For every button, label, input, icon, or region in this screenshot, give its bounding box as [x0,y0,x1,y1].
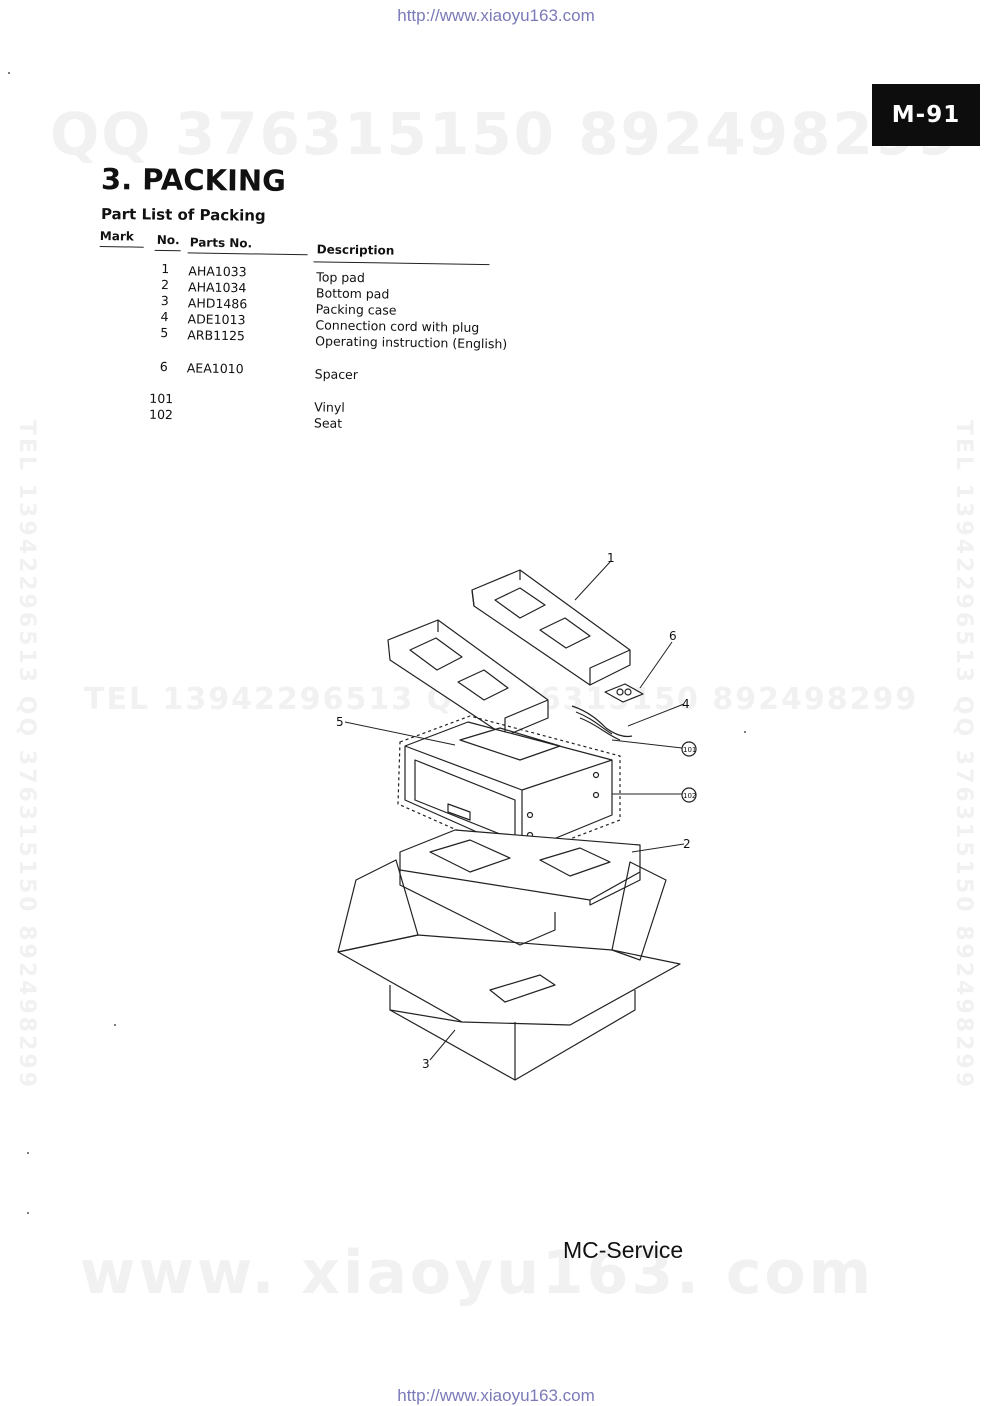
part-no: 102 [148,406,174,423]
part-no: 1 [161,260,170,277]
callout-102-label: 102 [683,792,696,800]
parts-table: Mark No. Parts No. Description 1 AHA1033… [97,228,520,455]
top-pad-left-drawing [387,619,549,737]
part-no: 101 [149,390,174,407]
part-no: 5 [160,324,169,341]
part-no: 2 [161,276,170,293]
column-header-mark: Mark [99,228,134,244]
column-header-description: Description [316,242,395,258]
model-badge: M-91 [872,84,980,146]
watermark-www: www. xiaoyu163. com [80,1238,875,1308]
spacer-drawing [604,683,644,703]
header-rule-parts [187,252,308,256]
part-number: AEA1010 [186,360,244,377]
header-rule-mark [99,245,144,248]
callout-2-label: 2 [683,837,691,851]
part-no: 6 [159,358,168,375]
column-header-no: No. [156,232,180,248]
header-rule-no [154,249,181,252]
part-description: Seat [313,415,343,431]
part-number: ARB1125 [187,327,246,344]
scan-speck [744,731,746,733]
callout-1-label: 1 [607,551,615,565]
column-header-parts-no: Parts No. [189,235,253,251]
part-description: Spacer [314,366,359,383]
header-rule-description [313,261,490,266]
bottom-pad-drawing [399,829,641,946]
callout-101-label: 101 [683,746,696,754]
part-description: Top pad [316,269,365,286]
callout-5-label: 5 [336,715,344,729]
top-pad-right-drawing [471,569,631,686]
watermark-side-right: TEL 13942296513 QQ 376315150 892498299 [951,420,976,1091]
footer-url-link[interactable]: http://www.xiaoyu163.com [397,1386,595,1405]
unit-in-vinyl-drawing [397,715,621,859]
scan-speck [27,1212,29,1214]
watermark-side-left: TEL 13942296513 QQ 376315150 892498299 [14,420,39,1091]
section-title: 3. PACKING [100,162,287,198]
packing-case-drawing [337,859,681,1081]
callout-circle-102 [681,787,697,803]
packing-exploded-diagram: 1 2 3 4 5 6 101 102 [336,551,697,1081]
scan-speck [114,1024,116,1026]
footer-brand: MC-Service [563,1237,684,1263]
part-number: AHD1486 [187,295,248,312]
header-url-link[interactable]: http://www.xiaoyu163.com [397,6,595,25]
connection-cord-drawing [571,705,633,741]
scan-speck [8,72,10,74]
watermark-qq: QQ 376315150 892498299 [50,100,960,168]
part-description: Bottom pad [315,285,390,302]
leader-lines [344,561,685,1061]
part-no: 3 [160,292,169,309]
part-number: AHA1034 [187,279,247,296]
scan-speck [27,1152,29,1154]
part-description: Connection cord with plug [315,317,480,335]
part-no: 4 [160,308,169,325]
part-number: ADE1013 [187,311,246,328]
callout-3-label: 3 [422,1057,430,1071]
part-number: AHA1033 [188,263,247,280]
callout-4-label: 4 [682,697,690,711]
part-description: Vinyl [314,399,345,415]
part-description: Operating instruction (English) [315,333,508,352]
callout-circle-101 [681,741,697,757]
callout-6-label: 6 [669,629,677,643]
part-description: Packing case [315,301,397,318]
part-list-subtitle: Part List of Packing [100,205,266,225]
